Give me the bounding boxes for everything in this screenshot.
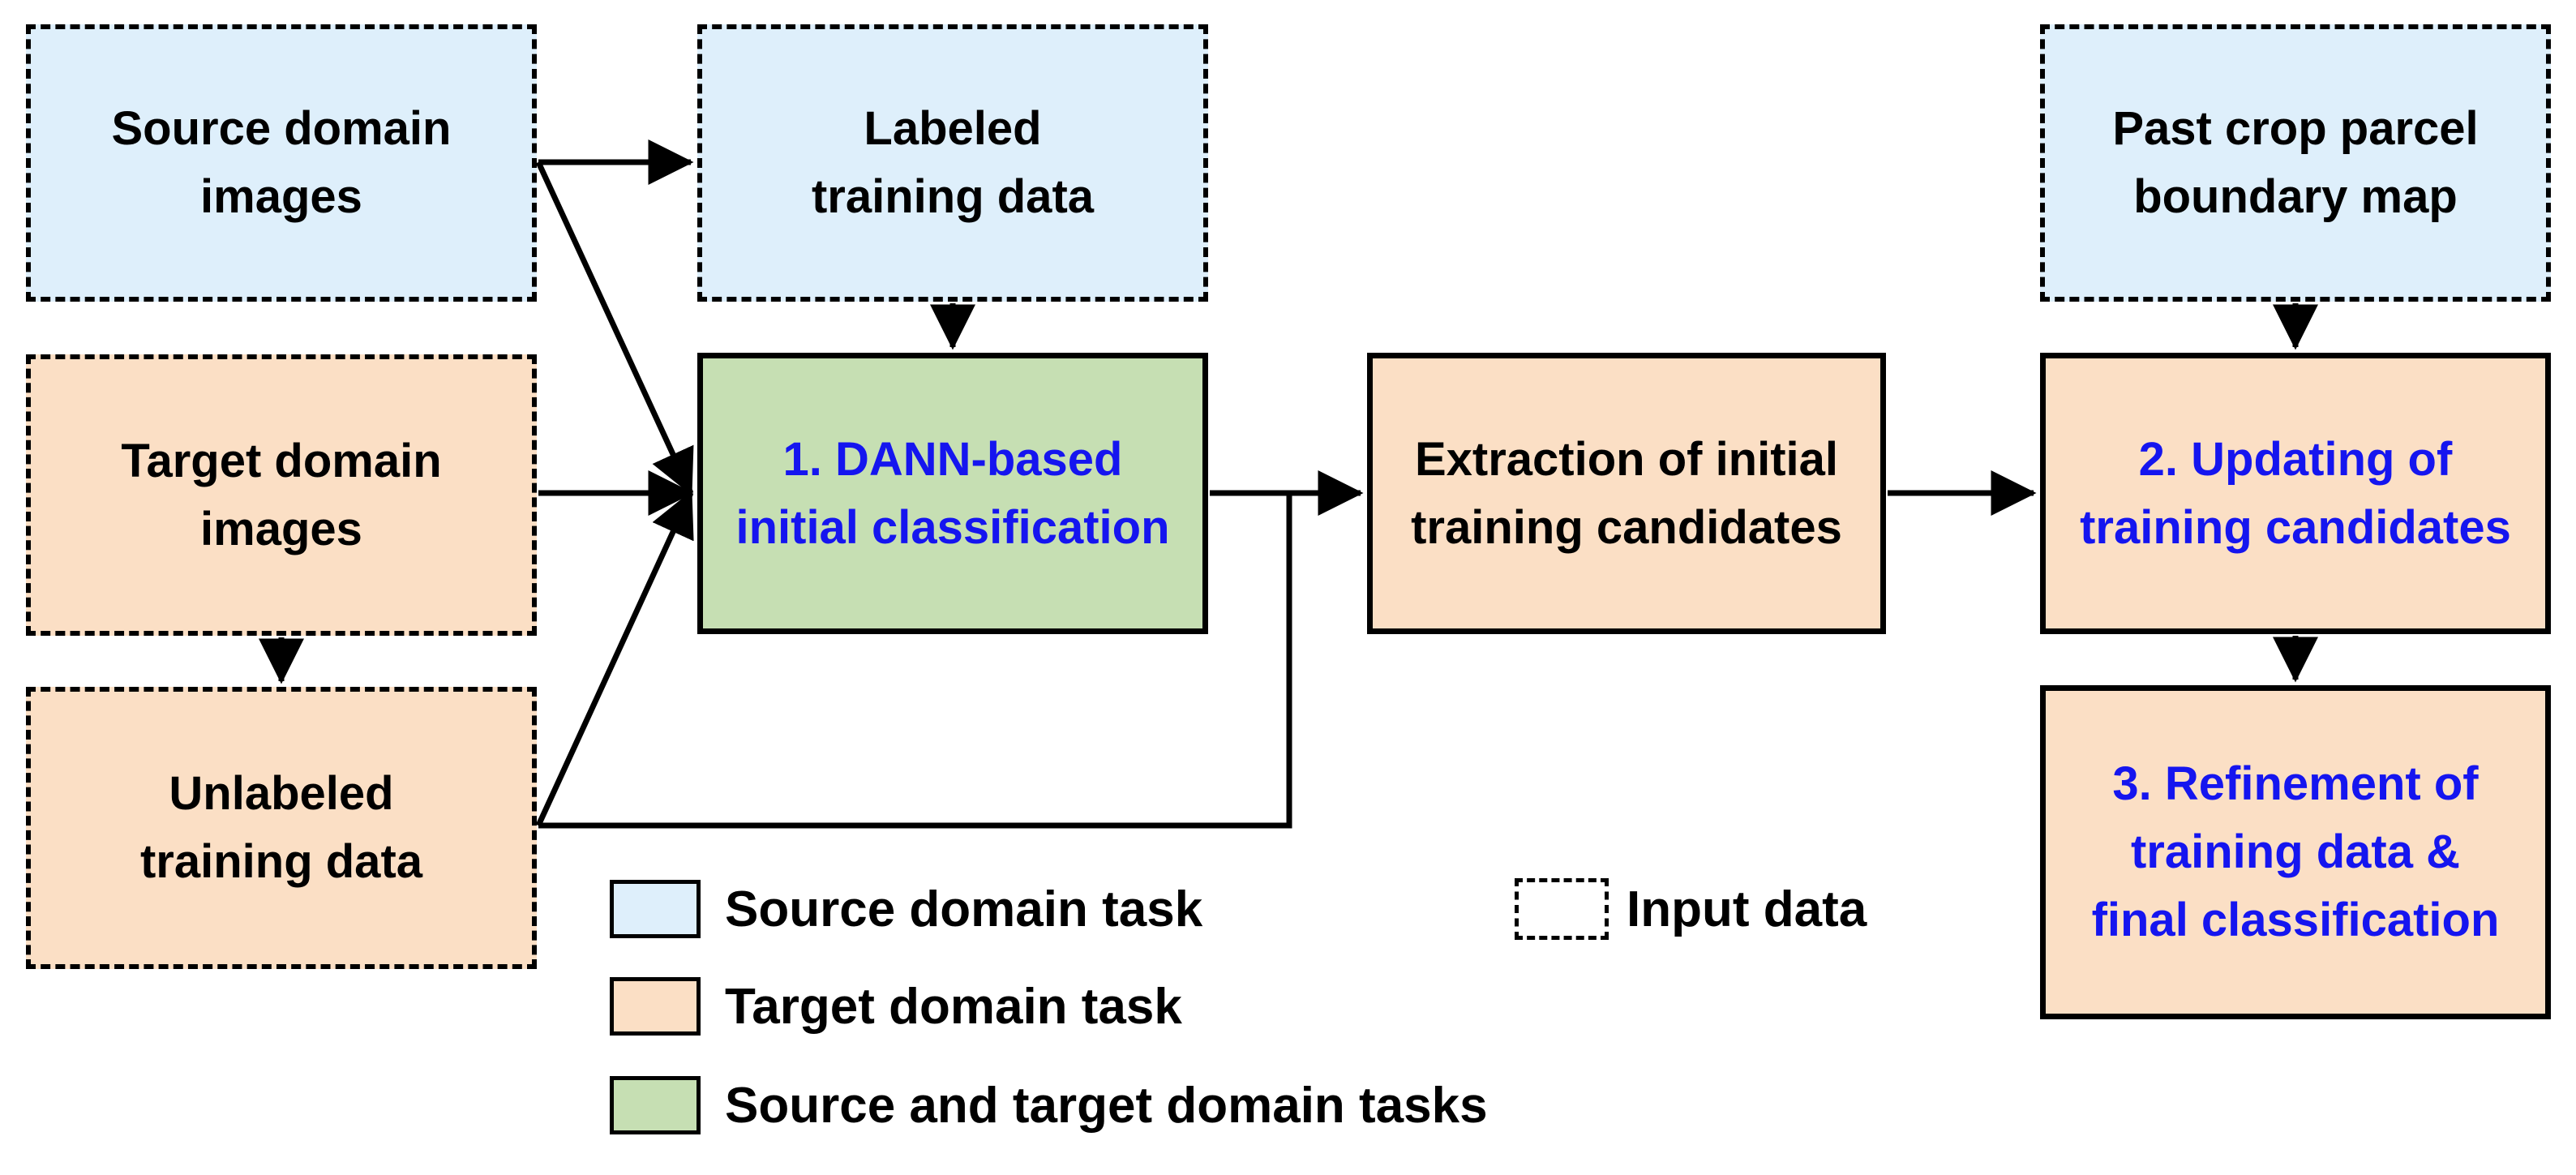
legend-both-swatch [610,1076,701,1134]
labeled-training-data-label: Labeled training data [811,102,1095,223]
legend-input-swatch [1515,878,1609,940]
target-domain-images-box: Target domain images [26,354,537,636]
extraction-box: Extraction of initial training candidate… [1367,353,1886,634]
legend-input-label: Input data [1627,881,1867,937]
legend-target-swatch [610,977,701,1036]
updating-training-candidates-box: 2. Updating of training candidates [2040,353,2551,634]
past-crop-parcel-map-label: Past crop parcel boundary map [2112,102,2479,223]
extraction-label: Extraction of initial training candidate… [1411,432,1842,554]
legend-target-label: Target domain task [725,978,1182,1035]
dann-initial-classification-box: 1. DANN-based initial classification [697,353,1208,634]
past-crop-parcel-map-box: Past crop parcel boundary map [2040,24,2551,302]
legend-source-label: Source domain task [725,881,1203,937]
legend-target: Target domain task [610,977,1182,1036]
unlabeled-training-data-label: Unlabeled training data [139,767,423,888]
labeled-training-data-box: Labeled training data [697,24,1208,302]
arrow-source-to-dann [535,161,694,496]
source-domain-images-label: Source domain images [111,102,452,223]
refinement-final-classification-label: 3. Refinement of training data & final c… [2091,757,2500,946]
unlabeled-training-data-box: Unlabeled training data [26,687,537,969]
legend-both: Source and target domain tasks [610,1076,1488,1134]
source-domain-images-box: Source domain images [26,24,537,302]
refinement-final-classification-box: 3. Refinement of training data & final c… [2040,685,2551,1019]
updating-training-candidates-label: 2. Updating of training candidates [2080,432,2511,554]
line-unlabeled-to-junction [538,493,1292,829]
target-domain-images-label: Target domain images [121,434,442,555]
legend-both-label: Source and target domain tasks [725,1077,1488,1134]
legend-source: Source domain task [610,880,1202,938]
dann-initial-classification-label: 1. DANN-based initial classification [735,432,1170,554]
legend-input: Input data [1515,878,1867,940]
arrow-unlabeled-to-dann [535,490,694,827]
legend-source-swatch [610,880,701,938]
